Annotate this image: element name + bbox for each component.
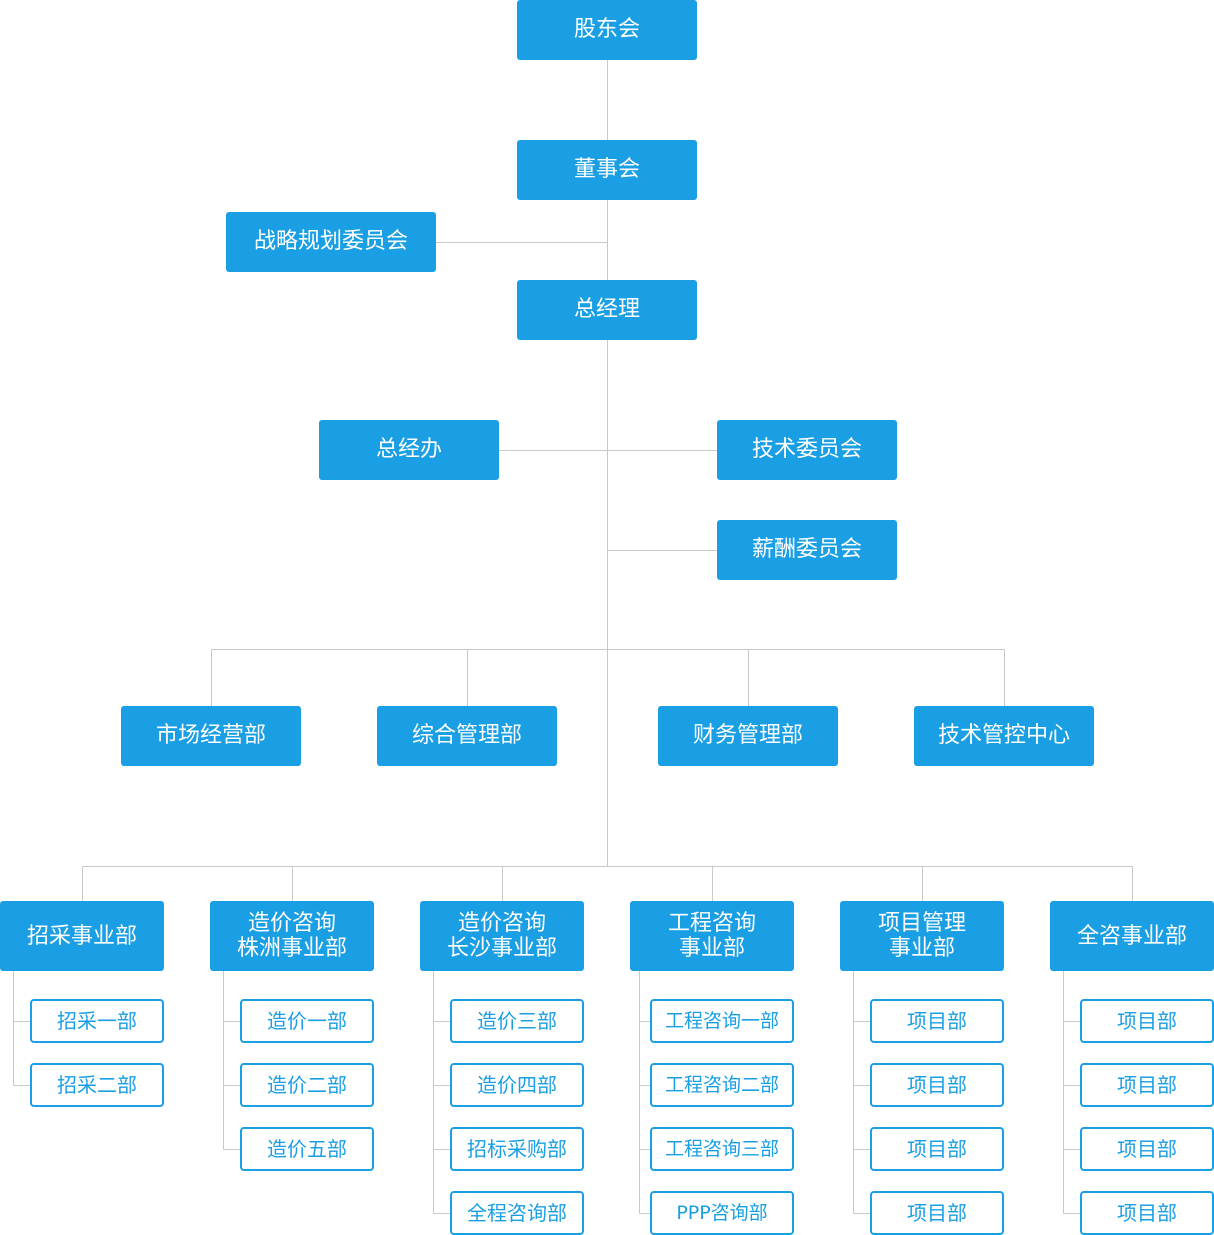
sub-unit: 工程咨询三部 (650, 1127, 794, 1171)
sub-unit: 造价四部 (450, 1063, 584, 1107)
node-board-of-directors: 董事会 (517, 140, 697, 200)
node-finance-dept: 财务管理部 (658, 706, 838, 766)
node-marketing-dept: 市场经营部 (121, 706, 301, 766)
sub-unit: 项目部 (1080, 999, 1214, 1043)
node-division-project-management: 项目管理 事业部 (840, 901, 1004, 971)
node-compensation-committee: 薪酬委员会 (717, 520, 897, 580)
sub-unit: 招标采购部 (450, 1127, 584, 1171)
node-division-engineering-consulting: 工程咨询 事业部 (630, 901, 794, 971)
sub-unit: 全程咨询部 (450, 1191, 584, 1235)
sub-unit: 项目部 (1080, 1063, 1214, 1107)
sub-unit: 项目部 (870, 1127, 1004, 1171)
sub-unit: 工程咨询一部 (650, 999, 794, 1043)
node-strategy-committee: 战略规划委员会 (226, 212, 436, 272)
node-admin-dept: 综合管理部 (377, 706, 557, 766)
node-division-changsha-cost: 造价咨询 长沙事业部 (420, 901, 584, 971)
sub-unit: 项目部 (870, 1191, 1004, 1235)
node-general-manager: 总经理 (517, 280, 697, 340)
sub-unit: 项目部 (870, 999, 1004, 1043)
sub-unit: 造价二部 (240, 1063, 374, 1107)
sub-unit: 项目部 (1080, 1127, 1214, 1171)
node-shareholders-meeting: 股东会 (517, 0, 697, 60)
node-division-full-consulting: 全咨事业部 (1050, 901, 1214, 971)
sub-unit: 造价一部 (240, 999, 374, 1043)
sub-unit: 招采二部 (30, 1063, 164, 1107)
node-technical-committee: 技术委员会 (717, 420, 897, 480)
node-division-zhuzhou-cost: 造价咨询 株洲事业部 (210, 901, 374, 971)
sub-unit: 工程咨询二部 (650, 1063, 794, 1107)
node-tech-control-center: 技术管控中心 (914, 706, 1094, 766)
sub-unit: PPP咨询部 (650, 1191, 794, 1235)
sub-unit: 造价三部 (450, 999, 584, 1043)
sub-unit: 项目部 (870, 1063, 1004, 1107)
node-gm-office: 总经办 (319, 420, 499, 480)
sub-unit: 招采一部 (30, 999, 164, 1043)
node-division-procurement: 招采事业部 (0, 901, 164, 971)
sub-unit: 项目部 (1080, 1191, 1214, 1235)
sub-unit: 造价五部 (240, 1127, 374, 1171)
